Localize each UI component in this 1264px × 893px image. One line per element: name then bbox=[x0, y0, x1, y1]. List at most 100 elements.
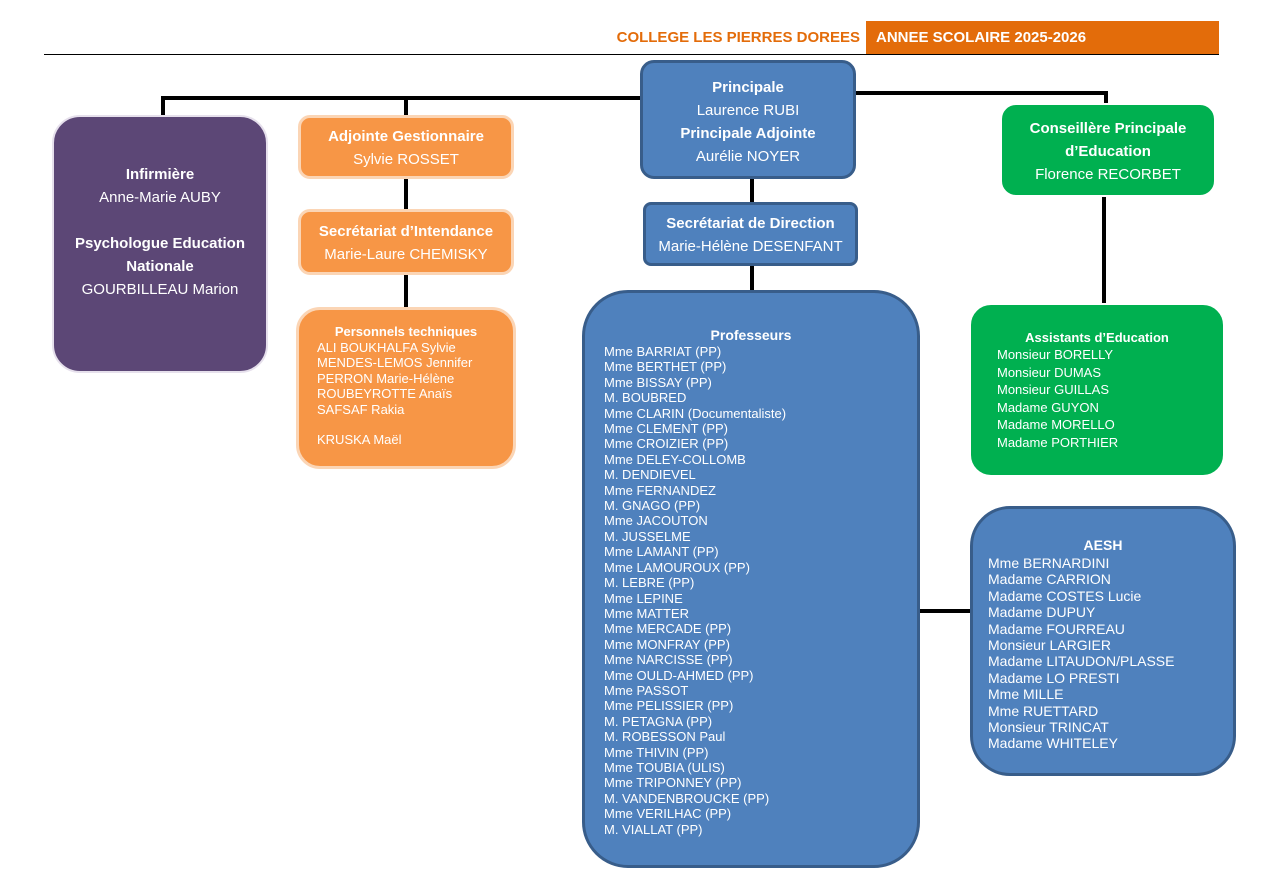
header-rule bbox=[44, 54, 1219, 55]
intendance-title: Secrétariat d’Intendance bbox=[318, 223, 494, 240]
assistants-title: Assistants d’Education bbox=[1025, 330, 1169, 345]
secretariat-direction-box: Secrétariat de Direction Marie-Hélène DE… bbox=[643, 202, 858, 266]
gestionnaire-box: Adjointe Gestionnaire Sylvie ROSSET bbox=[298, 115, 514, 179]
professeurs-box: Professeurs Mme BARRIAT (PP)Mme BERTHET … bbox=[582, 290, 920, 868]
list-item: Mme LEPINE bbox=[604, 590, 683, 606]
connector-gestion-intendance bbox=[404, 176, 408, 212]
techniques-title: Personnels techniques bbox=[334, 324, 478, 339]
list-item: Madame LO PRESTI bbox=[988, 669, 1120, 686]
list-item: Mme BERNARDINI bbox=[988, 555, 1110, 571]
list-item: Mme VERILHAC (PP) bbox=[604, 806, 732, 822]
list-item: Mme CLEMENT (PP) bbox=[604, 421, 728, 437]
cpe-box: Conseillère Principale d’Education Flore… bbox=[1000, 103, 1216, 197]
list-item: M. VIALLAT (PP) bbox=[604, 821, 703, 837]
list-item: Monsieur GUILLAS bbox=[997, 382, 1109, 397]
cpe-title-line1: Conseillère Principale bbox=[1029, 120, 1187, 137]
college-name: COLLEGE LES PIERRES DOREES bbox=[616, 29, 860, 46]
list-item: SAFSAF Rakia bbox=[317, 401, 405, 417]
list-item: Mme BISSAY (PP) bbox=[604, 374, 712, 390]
gestionnaire-name: Sylvie ROSSET bbox=[353, 151, 459, 168]
principale-adjointe-title: Principale Adjointe bbox=[680, 125, 816, 142]
list-item: Monsieur DUMAS bbox=[997, 364, 1102, 380]
secretariat-direction-title: Secrétariat de Direction bbox=[666, 215, 835, 232]
list-item: PERRON Marie-Hélène bbox=[317, 370, 455, 386]
list-item: Mme CROIZIER (PP) bbox=[604, 436, 729, 452]
list-item: Madame PORTHIER bbox=[997, 434, 1119, 450]
list-item: Mme OULD-AHMED (PP) bbox=[604, 667, 754, 683]
list-item: ALI BOUKHALFA Sylvie bbox=[317, 340, 456, 355]
list-item: Mme CLARIN (Documentaliste) bbox=[604, 405, 787, 421]
cpe-name: Florence RECORBET bbox=[1035, 166, 1181, 183]
techniques-list: ALI BOUKHALFA Sylvie MENDES-LEMOS Jennif… bbox=[317, 340, 513, 447]
professeurs-title: Professeurs bbox=[710, 327, 792, 343]
aesh-title: AESH bbox=[1083, 537, 1123, 553]
list-item: Mme LAMOUROUX (PP) bbox=[604, 559, 750, 575]
list-item: M. PETAGNA (PP) bbox=[604, 713, 713, 729]
list-item: Mme NARCISSE (PP) bbox=[604, 652, 733, 668]
connector-cpe-assistants bbox=[1102, 195, 1106, 305]
list-item: Monsieur LARGIER bbox=[988, 637, 1111, 654]
connector-cpe-drop bbox=[1104, 91, 1108, 107]
psychologue-title-line2: Nationale bbox=[126, 258, 194, 275]
list-item: Mme MATTER bbox=[604, 605, 689, 621]
intendance-name: Marie-Laure CHEMISKY bbox=[324, 246, 488, 263]
list-item: MENDES-LEMOS Jennifer bbox=[317, 355, 473, 371]
cpe-title-line2: d’Education bbox=[1065, 143, 1151, 160]
list-item: Madame DUPUY bbox=[988, 604, 1096, 621]
list-item: M. VANDENBROUCKE (PP) bbox=[604, 790, 770, 806]
assistants-list: Monsieur BORELLY Monsieur DUMAS Monsieur G… bbox=[997, 346, 1223, 451]
secretariat-direction-name: Marie-Hélène DESENFANT bbox=[658, 238, 843, 255]
connector-gestionnaire-drop bbox=[404, 96, 408, 118]
connector-intendance-techniques bbox=[404, 272, 408, 310]
connector-professeurs-aesh bbox=[918, 609, 972, 613]
psychologue-name: GOURBILLEAU Marion bbox=[81, 281, 239, 298]
list-item: M. GNAGO (PP) bbox=[604, 498, 701, 514]
list-item: Madame LITAUDON/PLASSE bbox=[988, 653, 1175, 670]
list-item: Mme TOUBIA (ULIS) bbox=[604, 759, 725, 775]
list-item: Madame CARRION bbox=[988, 571, 1111, 588]
list-item: Madame WHITELEY bbox=[988, 735, 1118, 752]
list-item: M. JUSSELME bbox=[604, 528, 691, 544]
list-item: Mme BERTHET (PP) bbox=[604, 359, 727, 375]
connector-right-horizontal bbox=[852, 91, 1107, 95]
principale-title: Principale bbox=[712, 79, 784, 96]
list-item: Monsieur BORELLY bbox=[997, 347, 1114, 362]
list-item: M. LEBRE (PP) bbox=[604, 575, 695, 591]
list-item: M. DENDIEVEL bbox=[604, 467, 696, 483]
list-item: Madame COSTES Lucie bbox=[988, 587, 1142, 604]
list-item: M. BOUBRED bbox=[604, 390, 687, 406]
infirmiere-box: Infirmière Anne-Marie AUBY Psychologue E… bbox=[52, 115, 268, 373]
connector-top-horizontal bbox=[162, 96, 644, 100]
list-item: Mme MONFRAY (PP) bbox=[604, 636, 730, 652]
techniques-box: Personnels techniques ALI BOUKHALFA Sylv… bbox=[296, 307, 516, 469]
principale-adjointe-name: Aurélie NOYER bbox=[695, 148, 801, 165]
gestionnaire-title: Adjointe Gestionnaire bbox=[328, 128, 484, 145]
connector-left-drop bbox=[161, 96, 165, 118]
list-item: Madame MORELLO bbox=[997, 417, 1115, 432]
list-item: Mme RUETTARD bbox=[988, 702, 1099, 719]
list-item: M. ROBESSON Paul bbox=[604, 729, 726, 745]
connector-direction-secretariat bbox=[750, 177, 754, 204]
psychologue-title-line1: Psychologue Education bbox=[74, 235, 246, 252]
list-item: ROUBEYROTTE Anaïs bbox=[317, 386, 453, 402]
connector-secretariat-professeurs bbox=[750, 264, 754, 292]
list-item: Mme THIVIN (PP) bbox=[604, 744, 709, 760]
list-item: Mme LAMANT (PP) bbox=[604, 544, 719, 560]
intendance-box: Secrétariat d’Intendance Marie-Laure CHE… bbox=[298, 209, 514, 275]
list-item: Mme DELEY-COLLOMB bbox=[604, 451, 746, 467]
list-item: Mme PELISSIER (PP) bbox=[604, 698, 734, 714]
list-item: Mme MILLE bbox=[988, 686, 1064, 703]
list-item: Mme MERCADE (PP) bbox=[604, 621, 732, 637]
list-item: Mme TRIPONNEY (PP) bbox=[604, 775, 742, 791]
list-item: Mme FERNANDEZ bbox=[604, 482, 716, 498]
list-item: Monsieur TRINCAT bbox=[988, 719, 1109, 736]
school-year: ANNEE SCOLAIRE 2025-2026 bbox=[866, 21, 1219, 54]
list-item: Mme JACOUTON bbox=[604, 513, 708, 529]
infirmiere-name: Anne-Marie AUBY bbox=[99, 189, 221, 206]
list-item: KRUSKA Maël bbox=[317, 432, 402, 448]
list-item: Madame FOURREAU bbox=[988, 620, 1125, 637]
infirmiere-title: Infirmière bbox=[125, 166, 195, 183]
